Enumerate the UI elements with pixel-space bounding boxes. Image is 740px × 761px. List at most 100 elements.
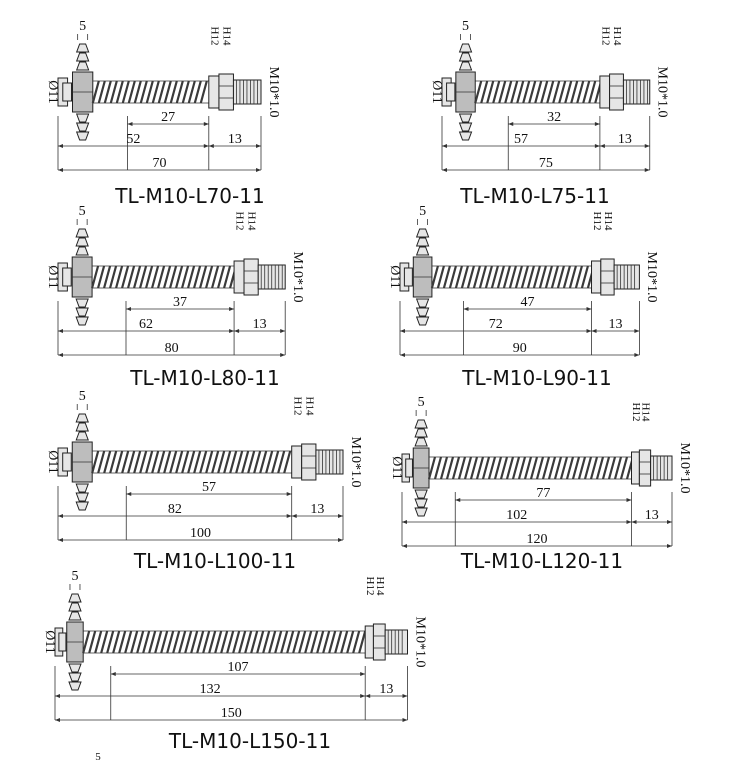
dim-total-arrow-right <box>667 544 672 548</box>
barb-down <box>75 298 89 308</box>
dim-body-arrow-right <box>203 144 209 148</box>
cutoff-fitting-label: 5 <box>95 751 101 761</box>
spring-length-label: 37 <box>173 295 187 310</box>
thread-label: M10*1.0 <box>266 67 281 118</box>
h14-label: H14 <box>221 27 233 46</box>
thread-label: M10*1.0 <box>644 252 659 303</box>
h14-nut <box>372 623 386 661</box>
dim-spring-arrow-left <box>127 122 133 126</box>
h12-label: H12 <box>591 212 603 231</box>
barb-down <box>68 681 82 691</box>
model-title: TL-M10-L150-11 <box>168 729 331 753</box>
thread-length-label: 13 <box>228 132 242 147</box>
barb-down <box>75 131 90 141</box>
barb-down <box>75 492 89 502</box>
barb-up <box>415 228 430 238</box>
dim-spring-arrow-right <box>203 122 209 126</box>
stem <box>405 458 413 478</box>
fitting-width-label: 5 <box>79 19 86 34</box>
dim-total-arrow-left <box>58 538 63 542</box>
total-length-label: 75 <box>539 156 553 171</box>
thread-length-label: 13 <box>253 317 267 332</box>
dim-body-arrow-left <box>442 144 447 148</box>
spring-coil <box>427 456 635 480</box>
dim-total-arrow-right <box>256 168 261 172</box>
h12-label: H12 <box>599 27 611 46</box>
dim-body-arrow-right <box>360 694 366 698</box>
h14-nut <box>218 73 234 111</box>
dim-spring-arrow-left <box>126 492 132 496</box>
threaded-end <box>650 455 673 481</box>
dim-body-arrow-right <box>229 329 235 333</box>
spring-length-label: 32 <box>547 110 561 125</box>
h12-label: H12 <box>630 403 642 422</box>
stem <box>403 267 413 287</box>
barb-up <box>68 593 82 603</box>
thread-length-label: 13 <box>310 502 324 517</box>
h12-label: H12 <box>234 212 246 231</box>
diameter-label: Ø11 <box>429 80 444 104</box>
barb-down <box>414 507 428 517</box>
spring-coil <box>82 630 367 654</box>
body-length-label: 132 <box>200 682 221 697</box>
body-length-label: 102 <box>506 508 527 523</box>
fitting-width-label: 5 <box>462 19 469 34</box>
barb-down <box>414 489 428 499</box>
dim-spring-arrow-right <box>286 492 292 496</box>
h14-nut <box>600 258 615 296</box>
dim-body-arrow-right <box>626 520 632 524</box>
fitting-width-label: 5 <box>79 389 86 404</box>
h12-label: H12 <box>291 397 303 416</box>
dim-total-arrow-left <box>58 168 63 172</box>
dim-total-arrow-right <box>280 353 286 357</box>
dim-spring-arrow-right <box>229 307 235 311</box>
barb-down <box>75 307 89 317</box>
h14-label: H14 <box>639 403 651 422</box>
dim-body-arrow-left <box>55 694 60 698</box>
barb-up <box>458 61 473 71</box>
thread-length-label: 13 <box>618 132 632 147</box>
fitting-width-label: 5 <box>419 204 426 219</box>
barb-down <box>75 501 89 511</box>
model-title: TL-M10-L90-11 <box>461 366 611 390</box>
dim-total-arrow-left <box>402 544 407 548</box>
spring-length-label: 57 <box>202 480 216 495</box>
thread-label: M10*1.0 <box>677 443 692 494</box>
total-length-label: 90 <box>513 341 527 356</box>
dim-thread-arrow-left <box>591 329 597 333</box>
dim-body-arrow-left <box>402 520 407 524</box>
dim-body-arrow-left <box>400 329 405 333</box>
thread-length-label: 13 <box>645 508 659 523</box>
model-title: TL-M10-L75-11 <box>459 184 609 208</box>
h12-nut <box>291 445 303 479</box>
fitting-width-label: 5 <box>71 569 78 584</box>
body-length-label: 72 <box>489 317 503 332</box>
spring-coil <box>430 265 595 289</box>
dim-thread-arrow-left <box>208 144 214 148</box>
dim-body-arrow-right <box>286 514 292 518</box>
barb-up <box>68 602 82 612</box>
dim-total-arrow-left <box>55 718 60 722</box>
dim-spring-arrow-left <box>463 307 469 311</box>
spring-coil <box>91 265 238 289</box>
barb-up <box>75 431 89 441</box>
dim-spring-arrow-right <box>586 307 592 311</box>
barb-up <box>75 52 90 62</box>
diameter-label: Ø11 <box>45 265 60 289</box>
barb-up <box>75 43 90 53</box>
h14-nut <box>609 73 624 111</box>
dim-thread-arrow-right <box>402 694 408 698</box>
h14-nut <box>301 443 317 481</box>
dim-spring-arrow-left <box>110 672 116 676</box>
barb-up <box>75 237 89 247</box>
dim-total-arrow-left <box>442 168 447 172</box>
dim-thread-arrow-right <box>667 520 672 524</box>
h14-nut <box>243 258 259 296</box>
body-length-label: 62 <box>139 317 153 332</box>
barb-down <box>75 113 90 123</box>
barb-down <box>75 483 89 493</box>
barb-down <box>458 113 473 123</box>
